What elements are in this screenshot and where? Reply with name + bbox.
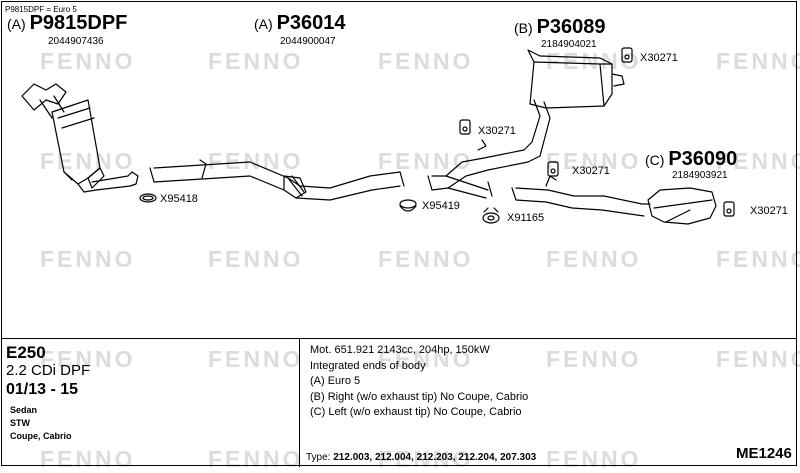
- watermark: FENNO: [208, 48, 304, 74]
- clamp-label: X95419: [422, 200, 460, 212]
- watermark: FENNO: [40, 48, 136, 74]
- part-code: P36090: [668, 148, 738, 170]
- oe-number: 2044900047: [280, 36, 336, 47]
- part-label: (A) P9815DPF: [7, 12, 127, 35]
- watermark: FENNO: [208, 246, 304, 272]
- watermark: FENNO: [208, 148, 304, 174]
- euro-note: P9815DPF = Euro 5: [5, 5, 77, 14]
- part-label: (C) P36090: [645, 148, 737, 171]
- clamp-label: X95418: [160, 193, 198, 205]
- part-variant: (A): [7, 16, 26, 32]
- description: Mot. 651.921 2143cc, 204hp, 150kW Integr…: [310, 343, 528, 421]
- description-line: (C) Left (w/o exhaust tip) No Coupe, Cab…: [310, 406, 522, 418]
- body-type: STW: [10, 418, 30, 428]
- mount-label: X30271: [478, 125, 516, 137]
- watermark: FENNO: [378, 346, 474, 372]
- body-list: Sedan STW Coupe, Cabrio: [10, 404, 72, 443]
- mount-label: X30271: [750, 205, 788, 217]
- description-line: (A) Euro 5: [310, 375, 361, 387]
- part-code: P9815DPF: [29, 12, 128, 34]
- vehicle-years: 01/13 - 15: [6, 381, 79, 398]
- clamp-x95419[interactable]: [399, 199, 417, 212]
- rubber-mount[interactable]: [621, 47, 633, 63]
- vehicle-engine: 2.2 CDi DPF: [6, 362, 91, 379]
- oe-number: 2044907436: [48, 36, 104, 47]
- watermark: FENNO: [208, 446, 304, 472]
- mount-label: X30271: [640, 52, 678, 64]
- sheet-frame: [1, 1, 797, 466]
- gasket-x91165[interactable]: [482, 207, 500, 224]
- watermark: FENNO: [378, 48, 474, 74]
- description-line: Integrated ends of body: [310, 359, 426, 372]
- watermark: FENNO: [546, 246, 642, 272]
- gasket-label: X91165: [507, 212, 545, 224]
- body-type: Coupe, Cabrio: [10, 431, 72, 441]
- mount-label: X30271: [572, 165, 610, 177]
- watermark: FENNO: [546, 446, 642, 472]
- type-line: Type: 212.003, 212.004, 212.203, 212.204…: [306, 452, 536, 463]
- watermark: FENNO: [716, 246, 800, 272]
- watermark: FENNO: [716, 346, 800, 372]
- oe-number: 2184904021: [541, 39, 597, 50]
- divider: [1, 338, 797, 339]
- part-variant: (B): [514, 20, 533, 36]
- type-values: 212.003, 212.004, 212.203, 212.204, 207.…: [333, 452, 537, 463]
- part-label: (B) P36089: [514, 16, 606, 39]
- exhaust-diagram: [21, 47, 735, 225]
- watermark: FENNO: [546, 148, 642, 174]
- part-variant: (C): [645, 152, 665, 168]
- watermark: FENNO: [546, 48, 642, 74]
- watermark: FENNO: [40, 148, 136, 174]
- watermark: FENNO: [40, 446, 136, 472]
- watermark: FENNO: [716, 148, 800, 174]
- watermark: FENNO: [40, 346, 136, 372]
- part-variant: (A): [254, 16, 273, 32]
- sheet-id: ME1246: [736, 445, 792, 462]
- description-line: (B) Right (w/o exhaust tip) No Coupe, Ca…: [310, 390, 529, 403]
- part-code: P36014: [276, 12, 346, 34]
- watermark: FENNO: [546, 346, 642, 372]
- rear-silencer-part-c[interactable]: [511, 175, 717, 225]
- rubber-mount[interactable]: [547, 161, 559, 177]
- oe-number: 2184903921: [672, 170, 728, 181]
- middle-pipe-part[interactable]: [149, 159, 405, 201]
- watermark: FENNO: [716, 48, 800, 74]
- vehicle-model: E250: [6, 343, 46, 362]
- dpf-catalyst-part[interactable]: [21, 83, 139, 193]
- description-line: Mot. 651.921 2143cc, 204hp, 150kW: [310, 344, 490, 356]
- watermark: FENNO: [378, 148, 474, 174]
- watermark: FENNO: [40, 246, 136, 272]
- rear-pipe-part-b[interactable]: [427, 49, 625, 199]
- watermark: FENNO: [208, 346, 304, 372]
- watermark: FENNO: [378, 246, 474, 272]
- clamp-x95418[interactable]: [139, 193, 157, 203]
- watermark: FENNO: [378, 446, 474, 472]
- part-label: (A) P36014: [254, 12, 346, 35]
- divider: [299, 338, 300, 467]
- body-type: Sedan: [10, 405, 38, 415]
- part-code: P36089: [536, 16, 606, 38]
- type-label: Type:: [306, 452, 331, 463]
- rubber-mount[interactable]: [459, 119, 471, 135]
- rubber-mount[interactable]: [723, 201, 735, 217]
